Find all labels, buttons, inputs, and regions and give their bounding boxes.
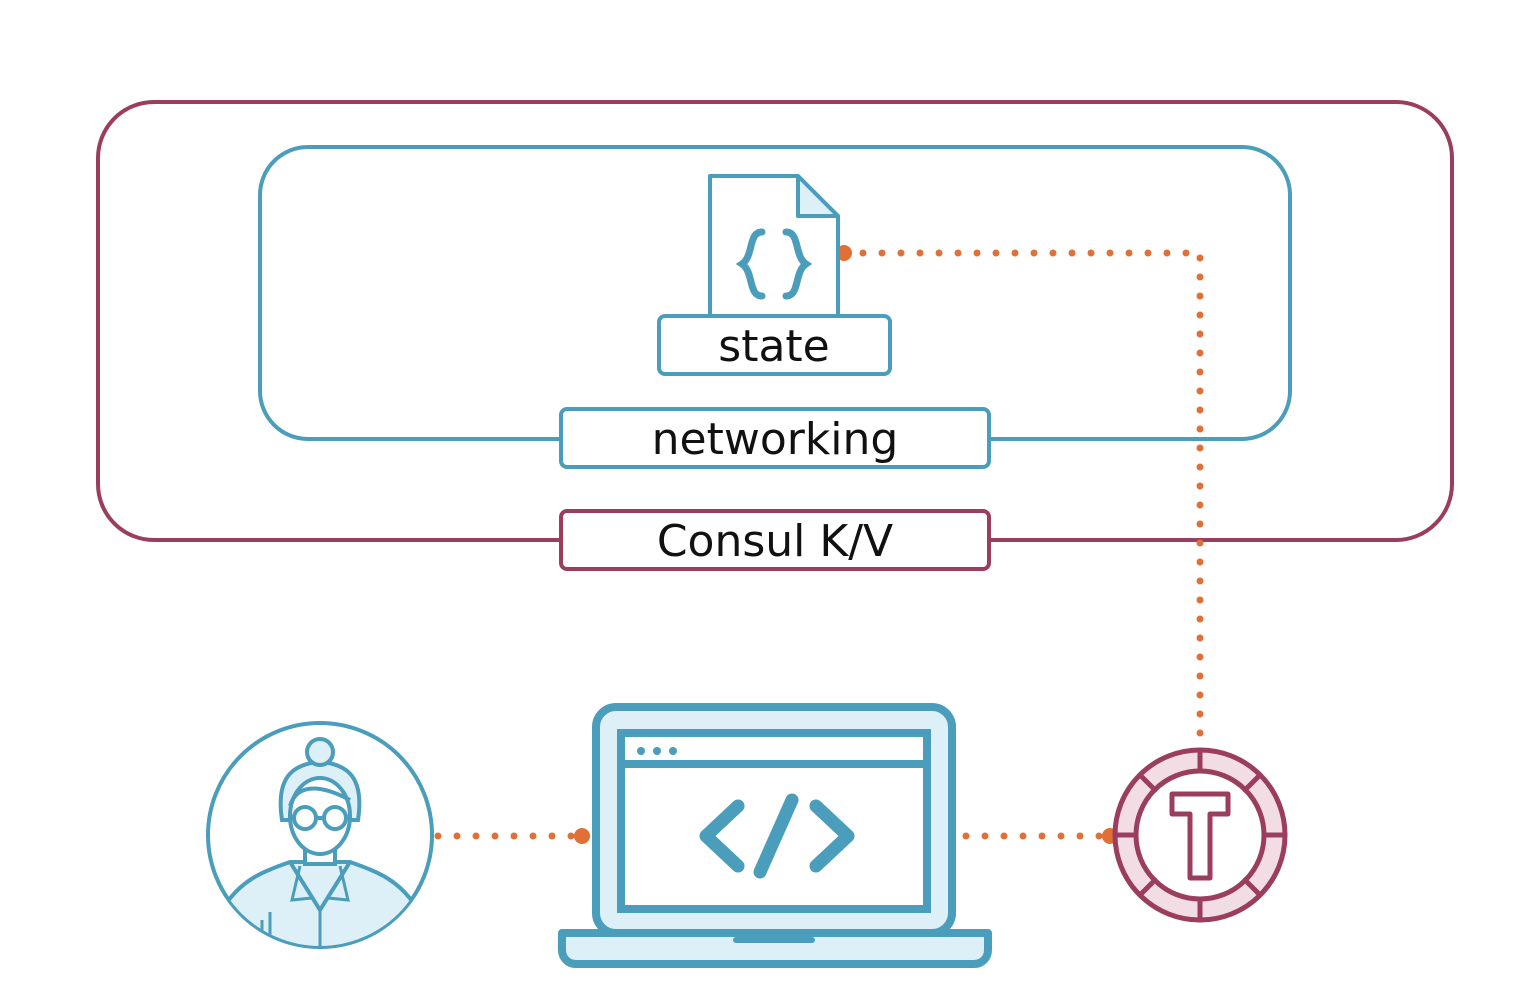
brace-right xyxy=(782,228,813,300)
state-label: state xyxy=(718,321,829,372)
developer-avatar-icon xyxy=(206,721,434,949)
networking-label-box: networking xyxy=(559,407,991,469)
laptop-code-icon xyxy=(558,703,992,968)
file-fold xyxy=(796,174,840,218)
json-file-icon xyxy=(708,174,840,320)
brace-left xyxy=(735,228,766,300)
networking-label: networking xyxy=(652,414,899,465)
state-label-box: state xyxy=(657,314,892,376)
terraform-token-icon xyxy=(1112,747,1288,923)
consul-label: Consul K/V xyxy=(657,516,893,567)
consul-label-box: Consul K/V xyxy=(559,509,991,571)
connector-dot-laptop xyxy=(574,828,590,844)
connector-state-terraform xyxy=(840,249,1204,752)
